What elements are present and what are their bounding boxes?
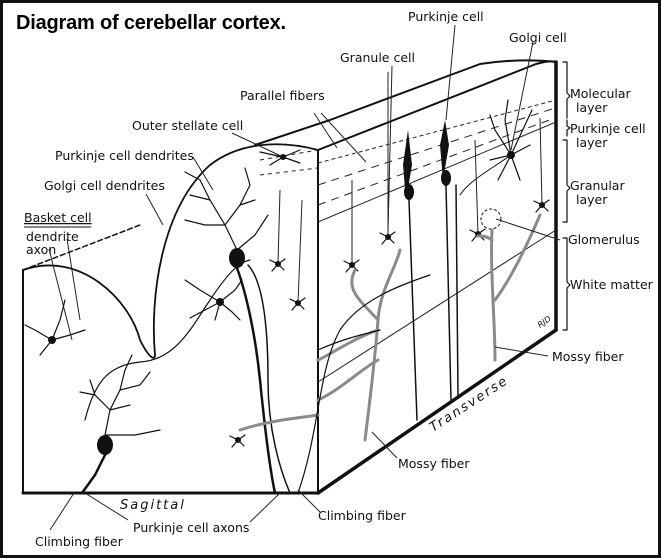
- purkinje-axon: [80, 453, 107, 495]
- purkinje-cells-transverse: [403, 120, 459, 421]
- label-layer-white-matter: White matter: [570, 277, 654, 292]
- purkinje-soma: [97, 435, 113, 455]
- golgi-cell-transverse: [459, 99, 533, 196]
- layer-braces: [562, 61, 571, 331]
- granular-white-boundary: [317, 229, 557, 383]
- label-glomerulus: Glomerulus: [568, 232, 640, 247]
- label-layer-purkinje-2: layer: [576, 135, 608, 150]
- plane-label-sagittal: Sagittal: [120, 498, 186, 513]
- label-basket-cell: Basket cell: [24, 210, 92, 225]
- label-parallel-fibers: Parallel fibers: [240, 88, 325, 103]
- granule-cell: [379, 72, 396, 245]
- glomerulus-circle: [480, 208, 502, 230]
- white-matter-boundary: [84, 259, 251, 421]
- sagittal-top-edge: [22, 224, 141, 271]
- purkinje-axon: [235, 266, 277, 495]
- label-outer-stellate-cell: Outer stellate cell: [132, 118, 243, 133]
- granule-cell: [289, 199, 306, 311]
- label-golgi-cell: Golgi cell: [509, 30, 567, 45]
- purkinje-axon: [247, 264, 291, 494]
- label-layer-molecular-1: Molecular: [570, 86, 632, 101]
- climbing-fibers: [297, 274, 431, 494]
- mossy-fibers: [238, 213, 542, 442]
- artist-signature: RJD: [536, 314, 553, 329]
- parallel-fiber-line: [259, 149, 319, 161]
- golgi-cell-sagittal: [184, 279, 243, 321]
- label-purkinje-cell-dendrites: Purkinje cell dendrites: [55, 148, 194, 163]
- figure-title: Diagram of cerebellar cortex.: [16, 12, 286, 34]
- parallel-fiber-line: [317, 107, 556, 186]
- label-mossy-fiber-right: Mossy fiber: [552, 349, 624, 364]
- purkinje-cell-upper: [184, 167, 291, 495]
- transverse-bottom-edge: [316, 328, 558, 495]
- label-climbing-fiber-center: Climbing fiber: [318, 508, 407, 523]
- label-granule-cell: Granule cell: [340, 50, 415, 65]
- lower-folium-surface: [22, 264, 156, 359]
- basket-cell: [24, 299, 86, 356]
- folium-outline: [22, 143, 319, 421]
- purkinje-soma: [229, 248, 245, 268]
- label-layer-granular-1: Granular: [570, 178, 625, 193]
- top-back-edge: [254, 59, 557, 146]
- granule-cell: [533, 117, 550, 213]
- label-climbing-fiber-left: Climbing fiber: [35, 534, 124, 549]
- tissue-block-outline: [21, 59, 558, 495]
- label-purkinje-cell-axons: Purkinje cell axons: [133, 520, 249, 535]
- label-layer-molecular-2: layer: [576, 100, 608, 115]
- upper-folium-surface: [152, 143, 319, 356]
- leader-lines: [48, 24, 561, 531]
- granule-cell: [229, 434, 246, 448]
- parallel-fiber-line: [317, 117, 556, 206]
- plane-label-transverse: Transverse: [427, 373, 512, 435]
- purkinje-cell-lower: [79, 354, 161, 495]
- label-golgi-cell-dendrites: Golgi cell dendrites: [44, 178, 165, 193]
- label-layer-purkinje-1: Purkinje cell: [570, 121, 646, 136]
- molecular-granular-boundary: [317, 121, 557, 223]
- granule-cell: [269, 189, 286, 272]
- label-purkinje-cell: Purkinje cell: [408, 9, 484, 24]
- outer-stellate-cell: [259, 149, 301, 166]
- purkinje-layer-line: [317, 99, 557, 164]
- label-basket-dendrite: dendrite: [26, 229, 79, 244]
- parallel-fiber-line: [259, 167, 319, 176]
- granule-cell: [343, 180, 360, 273]
- label-layer-granular-2: layer: [576, 192, 608, 207]
- label-basket-axon: axon: [26, 242, 56, 257]
- label-mossy-fiber-center: Mossy fiber: [398, 456, 470, 471]
